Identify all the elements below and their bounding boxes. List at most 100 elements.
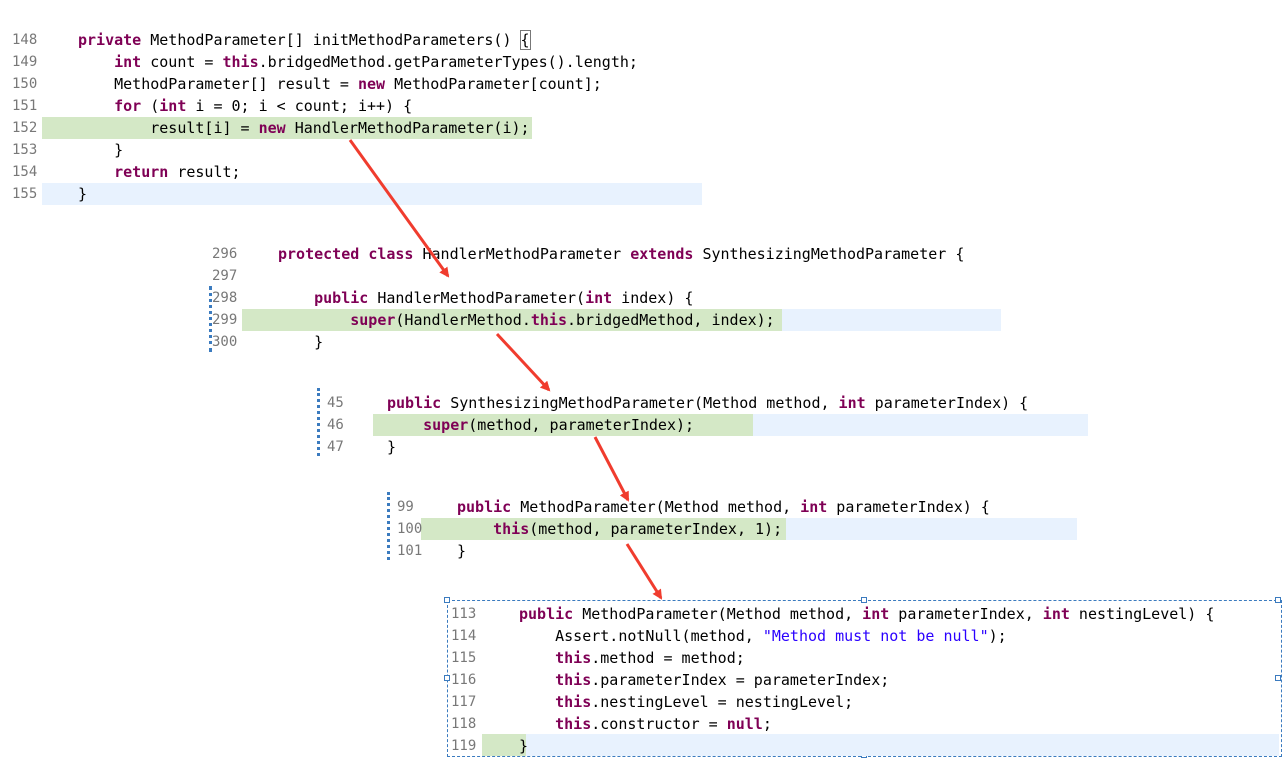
code-line[interactable]: 118 this.constructor = null; [447,713,1282,735]
code-text: } [78,139,123,161]
resize-handle[interactable] [444,675,450,681]
keyword-token: for [114,97,142,115]
code-line[interactable]: 117 this.nestingLevel = nestingLevel; [447,691,1282,713]
line-number: 99 [397,499,414,515]
code-line[interactable]: 114 Assert.notNull(method, "Method must … [447,625,1282,647]
matching-bracket: { [519,30,531,50]
code-text: public MethodParameter(Method method, in… [457,496,990,518]
line-number: 151 [12,98,38,114]
keyword-token: super [423,416,469,434]
keyword-token: this [555,649,592,667]
code-token [359,245,368,263]
keyword-token: public [519,605,574,623]
code-line[interactable]: 149 int count = this.bridgedMethod.getPa… [0,51,710,73]
debug-line-highlight [421,518,786,540]
keyword-token: this [493,520,530,538]
code-token: (method, parameterIndex); [468,416,695,434]
code-token: ( [141,97,160,115]
line-number: 46 [327,417,344,433]
keyword-token: int [838,394,866,412]
code-token: .constructor = [591,715,727,733]
code-token: } [278,333,324,351]
line-number: 45 [327,395,344,411]
current-line-highlight [482,734,1279,756]
code-token: .parameterIndex = parameterIndex; [591,671,890,689]
line-number: 155 [12,186,38,202]
code-text: for (int i = 0; i < count; i++) { [78,95,412,117]
code-token: parameterIndex) { [827,498,990,516]
code-line[interactable]: 119} [447,735,1282,757]
code-line[interactable]: 47} [315,436,1095,458]
code-token: result[i] = [78,119,259,137]
code-token: SynthesizingMethodParameter(Method metho… [441,394,839,412]
code-token: ); [988,627,1007,645]
keyword-token: int [862,605,890,623]
keyword-token: int [1042,605,1070,623]
code-line[interactable]: 300 } [200,331,1010,353]
code-text: Assert.notNull(method, "Method must not … [519,625,1007,647]
code-token [278,311,350,329]
keyword-token: extends [630,245,694,263]
code-line[interactable]: 113 public MethodParameter(Method method,… [447,603,1282,625]
code-line[interactable]: 297 [200,265,1010,287]
code-token [78,163,114,181]
code-line[interactable]: 299 super(HandlerMethod.this.bridgedMeth… [200,309,1010,331]
code-token: parameterIndex) { [865,394,1029,412]
resize-handle[interactable] [861,597,867,603]
keyword-token: public [457,498,512,516]
code-line[interactable]: 155} [0,183,710,205]
code-text: public MethodParameter(Method method, in… [519,603,1214,625]
code-line[interactable]: 100 this(method, parameterIndex, 1); [385,518,1085,540]
code-line[interactable]: 116 this.parameterIndex = parameterIndex… [447,669,1282,691]
resize-handle[interactable] [1275,675,1281,681]
code-token: } [387,438,397,456]
debug-line-highlight [373,414,753,436]
line-number: 150 [12,76,38,92]
debug-line-highlight [242,309,782,331]
code-snippet-method-parameter-three-args: 113 public MethodParameter(Method method,… [444,597,1282,758]
code-line[interactable]: 153 } [0,139,710,161]
line-number: 116 [451,672,477,688]
code-text: this(method, parameterIndex, 1); [457,518,782,540]
code-token: .method = method; [591,649,745,667]
resize-handle[interactable] [1275,597,1281,603]
code-token [457,520,493,538]
code-text: } [78,183,87,205]
code-token: SynthesizingMethodParameter { [693,245,965,263]
code-text: this.nestingLevel = nestingLevel; [519,691,853,713]
code-text: } [387,436,396,458]
code-text: return result; [78,161,240,183]
code-token: } [78,185,88,203]
code-token: count = [141,53,223,71]
code-line[interactable]: 99 public MethodParameter(Method method, … [385,496,1085,518]
keyword-token: new [357,75,386,93]
line-number: 149 [12,54,38,70]
code-token: } [519,737,529,755]
debug-line-highlight [42,117,532,139]
resize-handle[interactable] [444,597,450,603]
keyword-token: int [114,53,142,71]
code-line[interactable]: 151 for (int i = 0; i < count; i++) { [0,95,710,117]
code-line[interactable]: 101} [385,540,1085,562]
code-line[interactable]: 150 MethodParameter[] result = new Metho… [0,73,710,95]
code-text: public HandlerMethodParameter(int index)… [278,287,693,309]
line-number: 113 [451,606,477,622]
code-line[interactable]: 154 return result; [0,161,710,183]
code-snippet-method-parameter-two-args: 99 public MethodParameter(Method method, … [385,492,1085,568]
code-text: this.constructor = null; [519,713,772,735]
code-line[interactable]: 115 this.method = method; [447,647,1282,669]
code-line[interactable]: 46 super(method, parameterIndex); [315,414,1095,436]
keyword-token: this [555,693,592,711]
code-text: this.method = method; [519,647,745,669]
code-token: index) { [612,289,694,307]
keyword-token: int [800,498,828,516]
code-line[interactable]: 152 result[i] = new HandlerMethodParamet… [0,117,710,139]
line-number: 114 [451,628,477,644]
line-number: 148 [12,32,38,48]
code-line[interactable]: 298 public HandlerMethodParameter(int in… [200,287,1010,309]
code-token [519,715,555,733]
